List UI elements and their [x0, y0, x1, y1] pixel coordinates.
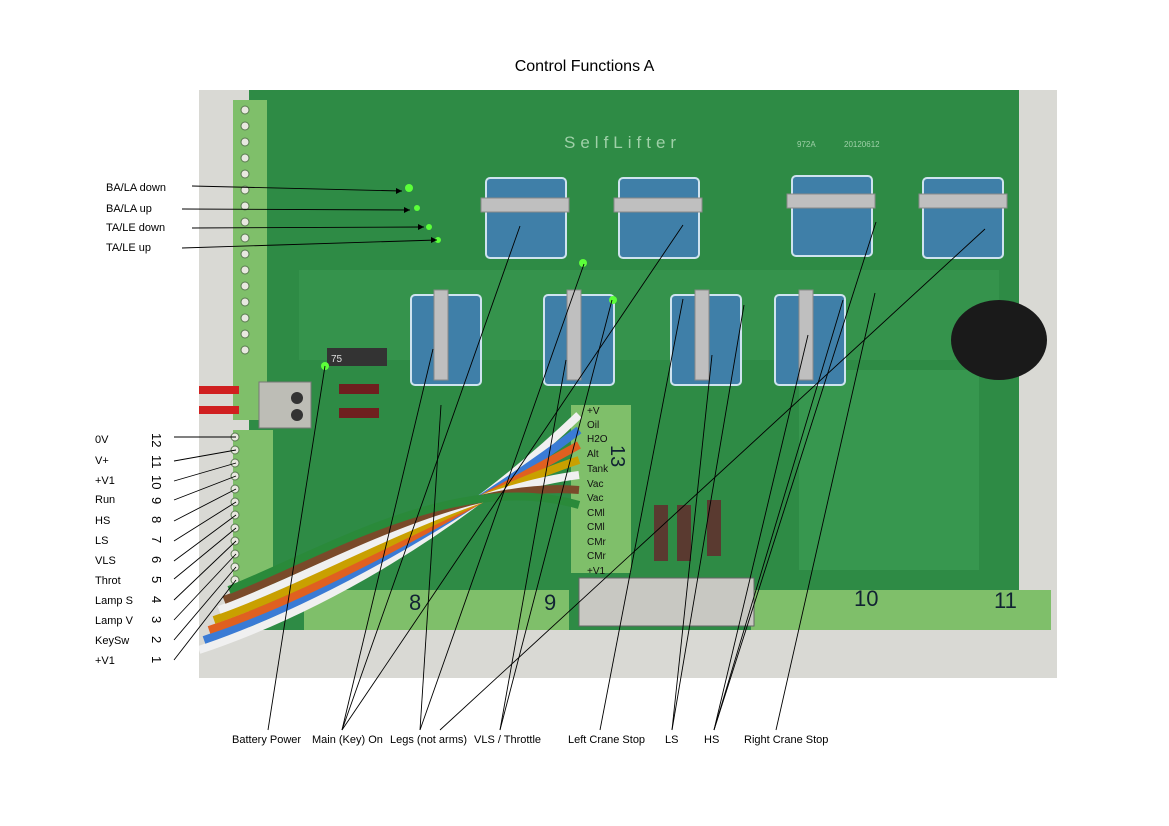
pin-number-12: 12	[149, 433, 164, 448]
connector-label-cml-1: CMl	[587, 508, 605, 519]
terminal-strip-8-9	[304, 590, 569, 630]
bottom-label-legs: Legs (not arms)	[390, 734, 468, 746]
bottom-label-vls-throttle: VLS / Throttle	[474, 734, 542, 746]
terminal-9-text: 9	[544, 590, 556, 615]
label-ba-la-up: BA/LA up	[106, 203, 152, 215]
page-title: Control Functions A	[514, 58, 655, 75]
pin-label-hs: HS	[95, 515, 111, 527]
bottom-label-main-key-on: Main (Key) On	[312, 734, 383, 746]
pin-label-keysw: KeySw	[95, 635, 130, 647]
connector-label-oil: Oil	[587, 420, 600, 431]
pin-number-2: 2	[149, 636, 164, 644]
connector-label-h2o: H2O	[587, 434, 608, 445]
pin-label-0v: 0V	[95, 434, 109, 446]
bottom-label-right-crane-stop: Right Crane Stop	[744, 734, 829, 746]
connector-label-vac-1: Vac	[587, 479, 604, 490]
pin-number-7: 7	[149, 536, 164, 544]
pin-number-10: 10	[149, 475, 164, 490]
label-ta-le-down: TA/LE down	[106, 222, 166, 234]
circuit-board-photo: SelfLifter 972A 20120612 8 9 10 11 13	[199, 90, 1057, 678]
pin-number-6: 6	[149, 556, 164, 564]
battery-terminal-block	[258, 381, 312, 429]
connector-label-cml-2: CMl	[587, 522, 605, 533]
left-terminal-strip	[233, 430, 273, 590]
leds	[321, 184, 617, 370]
fuse-label: 75	[331, 354, 343, 365]
wire-bundle	[199, 386, 582, 654]
bottom-label-hs: HS	[704, 734, 720, 746]
connector-label-v: +V	[587, 406, 600, 417]
board-date-text: 20120612	[844, 140, 880, 149]
pin-number-5: 5	[149, 576, 164, 584]
terminal-11-text: 11	[994, 588, 1017, 613]
connector-13-number: 13	[606, 445, 628, 467]
pin-label-lamp-v: Lamp V	[95, 615, 133, 627]
pin-label-v1: +V1	[95, 475, 115, 487]
label-ta-le-up: TA/LE up	[106, 242, 152, 254]
connector-label-cmr-1: CMr	[587, 537, 606, 548]
pin-number-1: 1	[149, 656, 164, 664]
connector-label-vac-2: Vac	[587, 493, 604, 504]
board-brand-text: SelfLifter	[564, 133, 681, 152]
board-part-text: 972A	[797, 140, 816, 149]
connector-label-tank: Tank	[587, 464, 609, 475]
pin-number-9: 9	[149, 497, 164, 505]
pin-number-3: 3	[149, 616, 164, 624]
pin-label-throt: Throt	[95, 575, 121, 587]
terminal-10-text: 10	[854, 586, 878, 611]
pin-label-ls: LS	[95, 535, 109, 547]
label-ba-la-down: BA/LA down	[106, 182, 166, 194]
pin-label-vls: VLS	[95, 555, 116, 567]
connector-label-cmr-2: CMr	[587, 551, 606, 562]
pin-number-4: 4	[149, 596, 164, 604]
rotary-knob	[951, 300, 1047, 380]
pin-number-8: 8	[149, 516, 164, 524]
pin-number-11: 11	[149, 455, 164, 469]
bottom-label-battery-power: Battery Power	[232, 734, 302, 746]
connector-label-v1: +V1	[587, 566, 606, 577]
terminal-strip-10-11	[751, 590, 1051, 630]
pin-label-v1-bottom: +V1	[95, 655, 115, 667]
fuses	[654, 500, 721, 561]
top-left-terminal-strip	[233, 100, 267, 420]
pin-label-lamp-s: Lamp S	[95, 595, 133, 607]
connector-label-alt: Alt	[587, 449, 599, 460]
pin-label-run: Run	[95, 494, 116, 506]
pin-label-v-plus: V+	[95, 455, 109, 467]
bottom-label-left-crane-stop: Left Crane Stop	[568, 734, 646, 746]
terminal-8-text: 8	[409, 590, 421, 615]
bottom-label-ls: LS	[665, 734, 679, 746]
